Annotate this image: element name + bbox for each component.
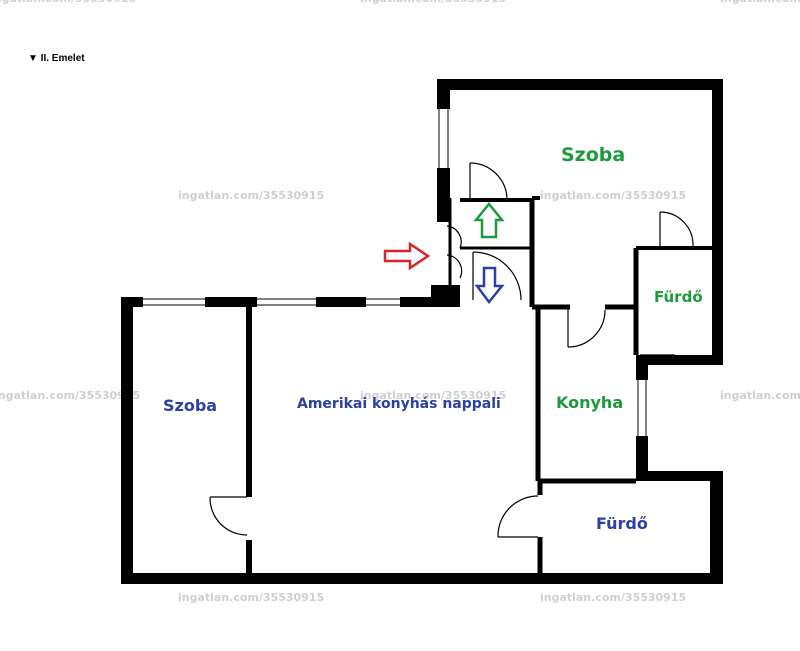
watermark: ingatlan.com/35530915 — [540, 591, 686, 604]
room-label-szoba-top: Szoba — [561, 144, 625, 166]
floor-label: ▼ II. Emelet — [28, 53, 85, 64]
room-label-nappali: Amerikai konyhás nappali — [297, 396, 501, 412]
room-label-szoba-left: Szoba — [163, 396, 217, 415]
room-labels: Szoba Fürdő Konyha Szoba Amerikai konyhá… — [163, 144, 703, 533]
arrows — [383, 202, 505, 305]
down-arrow-icon — [474, 266, 505, 305]
exterior-walls — [121, 79, 723, 584]
watermark: ingatlan.com/35530915 — [360, 389, 506, 402]
watermark: ingatlan.com/35530915 — [0, 389, 140, 402]
windows — [143, 109, 710, 480]
room-label-konyha: Konyha — [556, 393, 623, 412]
doors — [209, 162, 694, 538]
watermark: ingatlan.com/35530915 — [0, 0, 136, 5]
watermark: ingatlan.com/35530915 — [360, 0, 506, 5]
room-label-furdo-bottom: Fürdő — [596, 514, 648, 533]
watermark: ingatlan.com/35530915 — [178, 189, 324, 202]
watermark: ingatlan.com/35530915 — [540, 189, 686, 202]
watermark: ingatlan.com/35530915 — [720, 389, 800, 402]
watermark: ingatlan.com/35530915 — [178, 591, 324, 604]
interior-walls — [246, 196, 712, 573]
up-arrow-icon — [473, 202, 505, 239]
room-label-furdo-top: Fürdő — [654, 288, 703, 306]
entry-arrow-icon — [383, 241, 431, 271]
watermarks: ingatlan.com/35530915 ingatlan.com/35530… — [0, 0, 800, 604]
watermark: ingatlan.com/35530915 — [720, 0, 800, 5]
